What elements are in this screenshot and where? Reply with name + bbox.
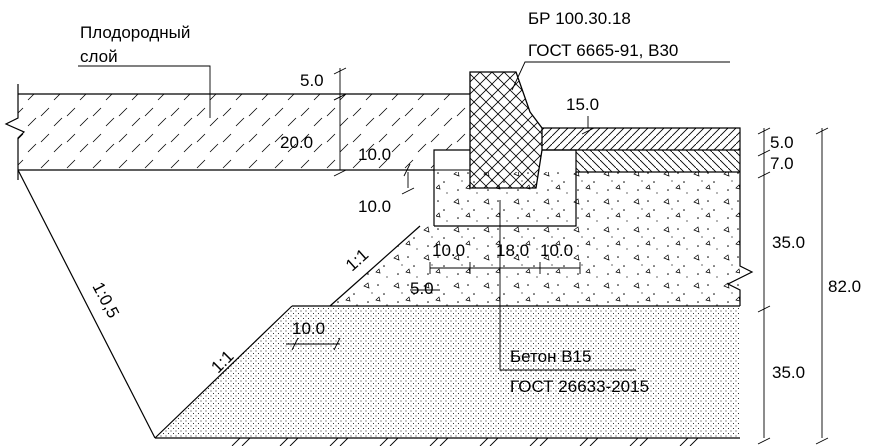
dim-bottom-right: 10.0 xyxy=(540,241,573,260)
slope-upper-label: 1:1 xyxy=(342,245,372,275)
dim-soil-top-offset: 5.0 xyxy=(300,71,324,90)
dim-soil-thickness: 20.0 xyxy=(280,133,313,152)
pavement-layers xyxy=(542,127,754,306)
fertile-layer-label-line2: слой xyxy=(80,47,118,66)
fertile-layer-label-line1: Плодородный xyxy=(80,23,190,42)
base-layer xyxy=(329,172,740,307)
ground-hatch xyxy=(231,437,699,446)
dim-step-height: 10.0 xyxy=(358,197,391,216)
dim-lower-offset: 5.0 xyxy=(410,279,434,298)
dim-step-width: 10.0 xyxy=(358,145,391,164)
dim-base-layer: 35.0 xyxy=(772,233,805,252)
dim-layer-second: 7.0 xyxy=(770,154,794,173)
slopes xyxy=(17,169,156,439)
curb-stone xyxy=(469,71,543,189)
fertile-soil-layer xyxy=(4,84,470,180)
dim-layer-top: 5.0 xyxy=(770,133,794,152)
dim-sub-layer: 35.0 xyxy=(772,363,805,382)
concrete-label-line1: Бетон В15 xyxy=(510,347,591,366)
dim-sand-offset: 10.0 xyxy=(292,319,325,338)
curb-label-line2: ГОСТ 6665-91, В30 xyxy=(528,41,678,60)
sand-base-layer xyxy=(154,305,740,446)
dim-curb-offset: 15.0 xyxy=(566,95,599,114)
curb-label-line1: БР 100.30.18 xyxy=(528,9,631,28)
dim-bottom-mid: 18.0 xyxy=(496,241,529,260)
leaders xyxy=(78,61,730,371)
dimension-lines xyxy=(286,67,829,445)
dim-total-depth: 82.0 xyxy=(828,277,861,296)
slope-left-label: 1:0,5 xyxy=(88,279,123,321)
concrete-label-line2: ГОСТ 26633-2015 xyxy=(510,377,649,396)
dim-bottom-left: 10.0 xyxy=(432,241,465,260)
